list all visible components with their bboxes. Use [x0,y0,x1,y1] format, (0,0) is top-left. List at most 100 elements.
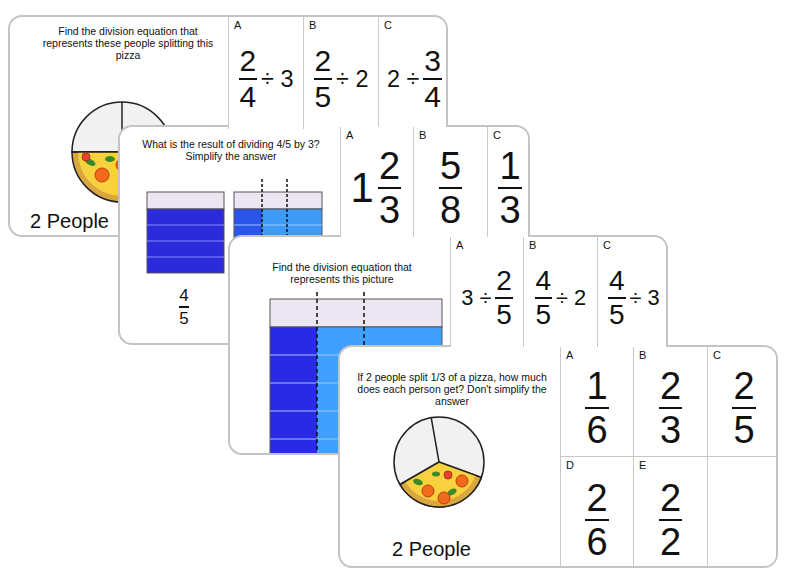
operator-term: ÷ 2 [334,66,370,93]
denominator: 3 [499,191,520,229]
art-shape [400,462,481,507]
art-shape [105,156,115,162]
answer-cell: C25 [707,347,778,457]
fraction: 22 [657,479,685,561]
fraction: 45 [533,267,554,329]
art-shape [438,492,450,504]
denominator: 5 [609,301,625,329]
fraction-bar [659,519,683,521]
math-row: 13 [496,147,524,229]
art-shape [316,292,318,455]
art-shape [412,477,423,486]
answer-math: 23 [634,359,707,456]
denominator: 3 [379,191,400,229]
art-shape [95,168,109,182]
answer-math: 13 [488,139,530,237]
fraction-bar [378,187,402,189]
art-shape [422,485,434,497]
art-shape [456,475,468,487]
question-text: If 2 people split 1/3 of a pizza, how mu… [348,371,556,407]
fraction-bar [495,297,512,299]
answer-math: 25÷ 2 [304,29,378,129]
option-letter: A [346,129,353,141]
numerator: 3 [424,46,441,76]
answer-cell: B23 [633,347,707,457]
option-letter: C [713,349,721,361]
fraction: 16 [583,367,611,449]
option-letter: C [384,19,392,31]
numerator: 2 [239,46,256,76]
numerator: 2 [496,267,512,295]
math-row: 23 [657,367,685,449]
fraction: 34 [421,46,444,112]
numerator: 4 [609,267,625,295]
fraction: 24 [237,46,260,112]
art-shape [147,225,224,226]
option-letter: C [603,239,611,251]
answer-math: 24÷ 3 [229,29,303,129]
art-shape [270,327,317,455]
denominator: 5 [314,82,331,112]
numerator: 2 [660,367,681,405]
answer-cell: A 16 [560,347,633,457]
answer-math: 26 [561,469,633,568]
answer-math: 22 [634,469,707,568]
answer-math: 2 ÷34 [379,29,448,129]
option-letter: D [566,459,574,471]
answer-cell: C13 [487,127,530,237]
art-shape [147,192,224,209]
math-row: 22 [657,479,685,561]
answer-cell: B45÷ 2 [523,237,597,347]
math-row: 58 [437,147,465,229]
art-shape [432,472,440,477]
option-letter: A [234,19,241,31]
question-card: If 2 people split 1/3 of a pizza, how mu… [338,345,778,568]
fraction: 45 [606,267,627,329]
fraction-bar [659,407,683,409]
art-shape [147,209,224,273]
numerator: 2 [733,367,754,405]
math-row: 16 [583,367,611,449]
fraction-bar [732,407,756,409]
fraction: 25 [312,46,335,112]
question-text: Find the division equation that represen… [32,25,224,61]
fraction-bar [535,297,552,299]
question-text: What is the result of dividing 4/5 by 3?… [128,138,334,162]
numerator: 4 [536,267,552,295]
math-row: 45÷ 2 [533,267,589,329]
numerator: 2 [379,147,400,185]
fraction: 25 [730,367,758,449]
operator-term: 3 ÷ [459,285,493,311]
denominator: 5 [496,301,512,329]
option-letter: A [566,349,573,361]
art-shape [444,471,452,479]
fraction-bar [498,187,522,189]
math-row: 25 [730,367,758,449]
denominator: 6 [586,523,607,561]
answer-cell: B25÷ 2 [303,17,378,129]
operator-term: 2 ÷ [385,66,421,93]
fraction-bar [439,187,463,189]
denominator: 4 [239,82,256,112]
denominator: 5 [733,411,754,449]
math-row: 3 ÷2 5 [459,267,515,329]
answer-cell: A3 ÷25 [450,237,523,347]
fraction: 58 [437,147,465,229]
answer-math: 16 [561,359,633,456]
art-shape [82,153,90,161]
numerator: 1 [586,367,607,405]
operator-term: ÷ 3 [628,285,662,311]
numerator: 4 [179,287,188,304]
answer-math: 58 [414,139,487,237]
people-count: 2 People [30,209,109,233]
fraction: 45 [177,287,192,327]
art-shape [147,241,224,242]
denominator: 5 [536,301,552,329]
art-shape [431,418,439,462]
art-shape [147,257,224,258]
fraction: 26 [583,479,611,561]
fraction-bar [239,78,258,80]
question-text: Find the division equation that represen… [252,261,432,285]
fraction-bar [423,78,442,80]
whole-number: 1 [351,164,376,212]
